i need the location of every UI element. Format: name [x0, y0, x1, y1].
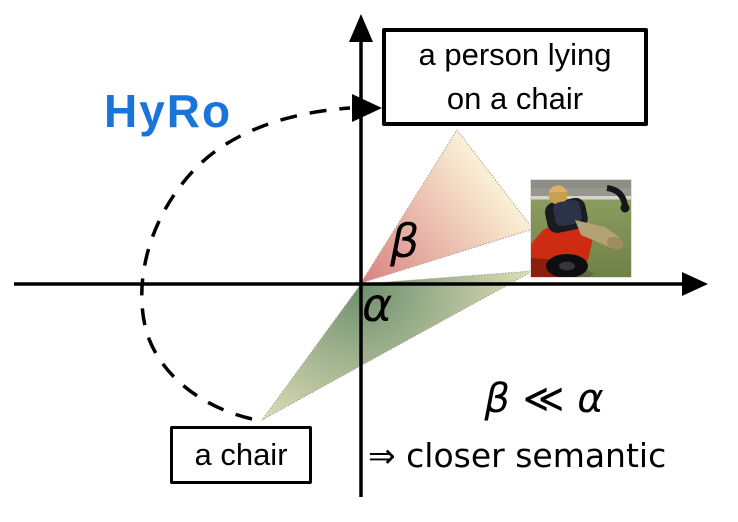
y-axis-arrowhead-icon	[349, 14, 373, 42]
caption-chair-label: a chair	[194, 437, 288, 472]
caption-line-1: a person lying	[418, 37, 612, 72]
steering-knob	[620, 203, 630, 213]
steering-handle	[606, 185, 628, 207]
x-axis-arrowhead-icon	[682, 272, 708, 296]
alpha-angle-label: α	[362, 278, 393, 332]
caption-box-person-lying: a person lying on a chair	[382, 28, 648, 126]
photo-art	[529, 180, 631, 280]
beta-angle-cone	[359, 129, 534, 284]
caption-line-2: on a chair	[446, 81, 584, 116]
rotation-arc-arrowhead-icon	[352, 94, 382, 122]
beta-angle-label: β	[390, 214, 420, 268]
alpha-angle-cone	[261, 270, 534, 421]
photo-person-on-mower	[529, 179, 632, 280]
mower-wheel-hub	[559, 261, 575, 271]
person-torso	[553, 199, 582, 226]
rotation-arc	[140, 106, 351, 421]
conclusion-inequality: β ≪ α	[484, 376, 604, 422]
road-edge-line	[531, 196, 631, 200]
conclusion-text: ⇒ closer semantic	[368, 436, 667, 475]
person-shoe	[606, 236, 624, 250]
method-label: HyRo	[104, 85, 233, 137]
person-hair	[549, 185, 567, 192]
caption-box-chair: a chair	[170, 426, 312, 484]
road-far	[531, 180, 631, 188]
